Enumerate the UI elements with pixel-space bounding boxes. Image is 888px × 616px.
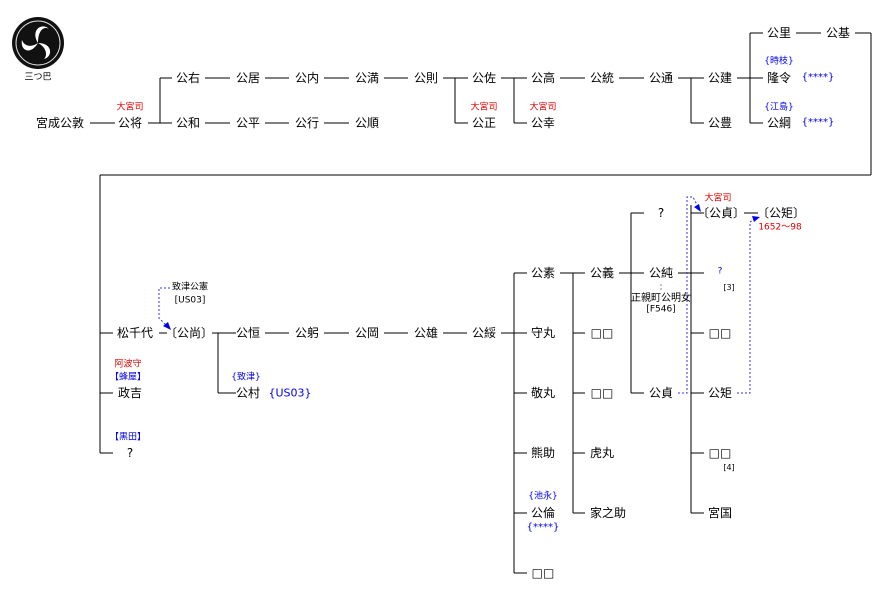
person: 隆令 bbox=[766, 71, 792, 85]
person: □□ bbox=[590, 326, 614, 340]
person: 公基 bbox=[825, 26, 851, 40]
reference-code: [US03] bbox=[174, 295, 206, 306]
person: 公里 bbox=[766, 26, 792, 40]
person: 〔公貞〕 bbox=[696, 206, 746, 220]
family-label: 【蜂屋】 bbox=[109, 372, 147, 383]
lifespan-label: 1652～98 bbox=[758, 222, 802, 233]
footnote-ref: [3] bbox=[723, 283, 735, 292]
person: 公村 bbox=[235, 386, 261, 400]
person: 公建 bbox=[707, 71, 733, 85]
family-label: {時枝} bbox=[764, 56, 794, 67]
person: 公矩 bbox=[707, 386, 733, 400]
note-label: {****} bbox=[801, 72, 835, 83]
person: □□ bbox=[531, 566, 555, 580]
person: 〔公尚〕 bbox=[164, 326, 214, 340]
person: 敬丸 bbox=[530, 386, 556, 400]
spouse-label: 正親町公明女 bbox=[631, 293, 691, 304]
note-label: {****} bbox=[801, 117, 835, 128]
person: 松千代 bbox=[116, 326, 154, 340]
person: 熊助 bbox=[530, 446, 556, 460]
person: ? bbox=[126, 446, 134, 460]
person: 公豊 bbox=[707, 116, 733, 130]
person: 公正 bbox=[471, 116, 497, 130]
adoptive-source: 致津公憲 bbox=[171, 282, 209, 293]
family-label: 【黒田】 bbox=[109, 432, 147, 443]
person: 公義 bbox=[589, 266, 615, 280]
person: 公雄 bbox=[413, 326, 439, 340]
person: 公綏 bbox=[471, 326, 497, 340]
family-label: {池永} bbox=[528, 491, 558, 502]
person: 公居 bbox=[235, 71, 261, 85]
person: 公高 bbox=[530, 71, 556, 85]
person: 〔公矩〕 bbox=[756, 206, 806, 220]
person: 公則 bbox=[413, 71, 439, 85]
person: 公通 bbox=[648, 71, 674, 85]
arrow-heads bbox=[163, 204, 760, 330]
person: 政吉 bbox=[117, 386, 143, 400]
office-label: 阿波守 bbox=[114, 359, 142, 370]
person: 公恒 bbox=[235, 326, 261, 340]
person: 公将 bbox=[117, 116, 143, 130]
person: 宮成公敦 bbox=[35, 116, 85, 130]
person: 公幸 bbox=[530, 116, 556, 130]
person: 虎丸 bbox=[589, 446, 615, 460]
person: ? bbox=[657, 206, 665, 220]
person: 公平 bbox=[235, 116, 261, 130]
person: ? bbox=[717, 266, 723, 277]
person: 家之助 bbox=[589, 506, 627, 520]
person: 公和 bbox=[175, 116, 201, 130]
person: 公綱 bbox=[766, 116, 792, 130]
adoption-links bbox=[158, 196, 756, 394]
person: 公右 bbox=[175, 71, 201, 85]
person: 公佐 bbox=[471, 71, 497, 85]
mitsudomoe-crest-icon bbox=[12, 17, 64, 69]
reference-code: [F546] bbox=[646, 304, 676, 315]
office-label: 大宮司 bbox=[470, 102, 498, 113]
office-label: 大宮司 bbox=[529, 102, 557, 113]
family-label: {江島} bbox=[764, 102, 794, 113]
note-label: {US03} bbox=[268, 386, 312, 400]
person: 公素 bbox=[530, 266, 556, 280]
person: 公統 bbox=[589, 71, 615, 85]
person: 公満 bbox=[354, 71, 380, 85]
person: 公貞 bbox=[648, 386, 674, 400]
family-label: {致津} bbox=[231, 372, 261, 383]
person: □□ bbox=[590, 386, 614, 400]
person: 公岡 bbox=[354, 326, 380, 340]
person: 公純 bbox=[648, 266, 674, 280]
person: 公順 bbox=[354, 116, 380, 130]
person: □□ bbox=[708, 326, 732, 340]
person: 宮国 bbox=[707, 506, 733, 520]
tree-lines bbox=[90, 32, 872, 574]
office-label: 大宮司 bbox=[116, 102, 144, 113]
office-label: 大宮司 bbox=[704, 193, 732, 204]
footnote-ref: [4] bbox=[723, 463, 735, 472]
person: 公躬 bbox=[294, 326, 320, 340]
person: □□ bbox=[708, 446, 732, 460]
person: 守丸 bbox=[530, 326, 556, 340]
person: 公行 bbox=[294, 116, 320, 130]
note-label: {****} bbox=[526, 522, 560, 533]
person: 公内 bbox=[294, 71, 320, 85]
person: 公倫 bbox=[530, 506, 556, 520]
crest-caption: 三つ巴 bbox=[24, 72, 52, 83]
